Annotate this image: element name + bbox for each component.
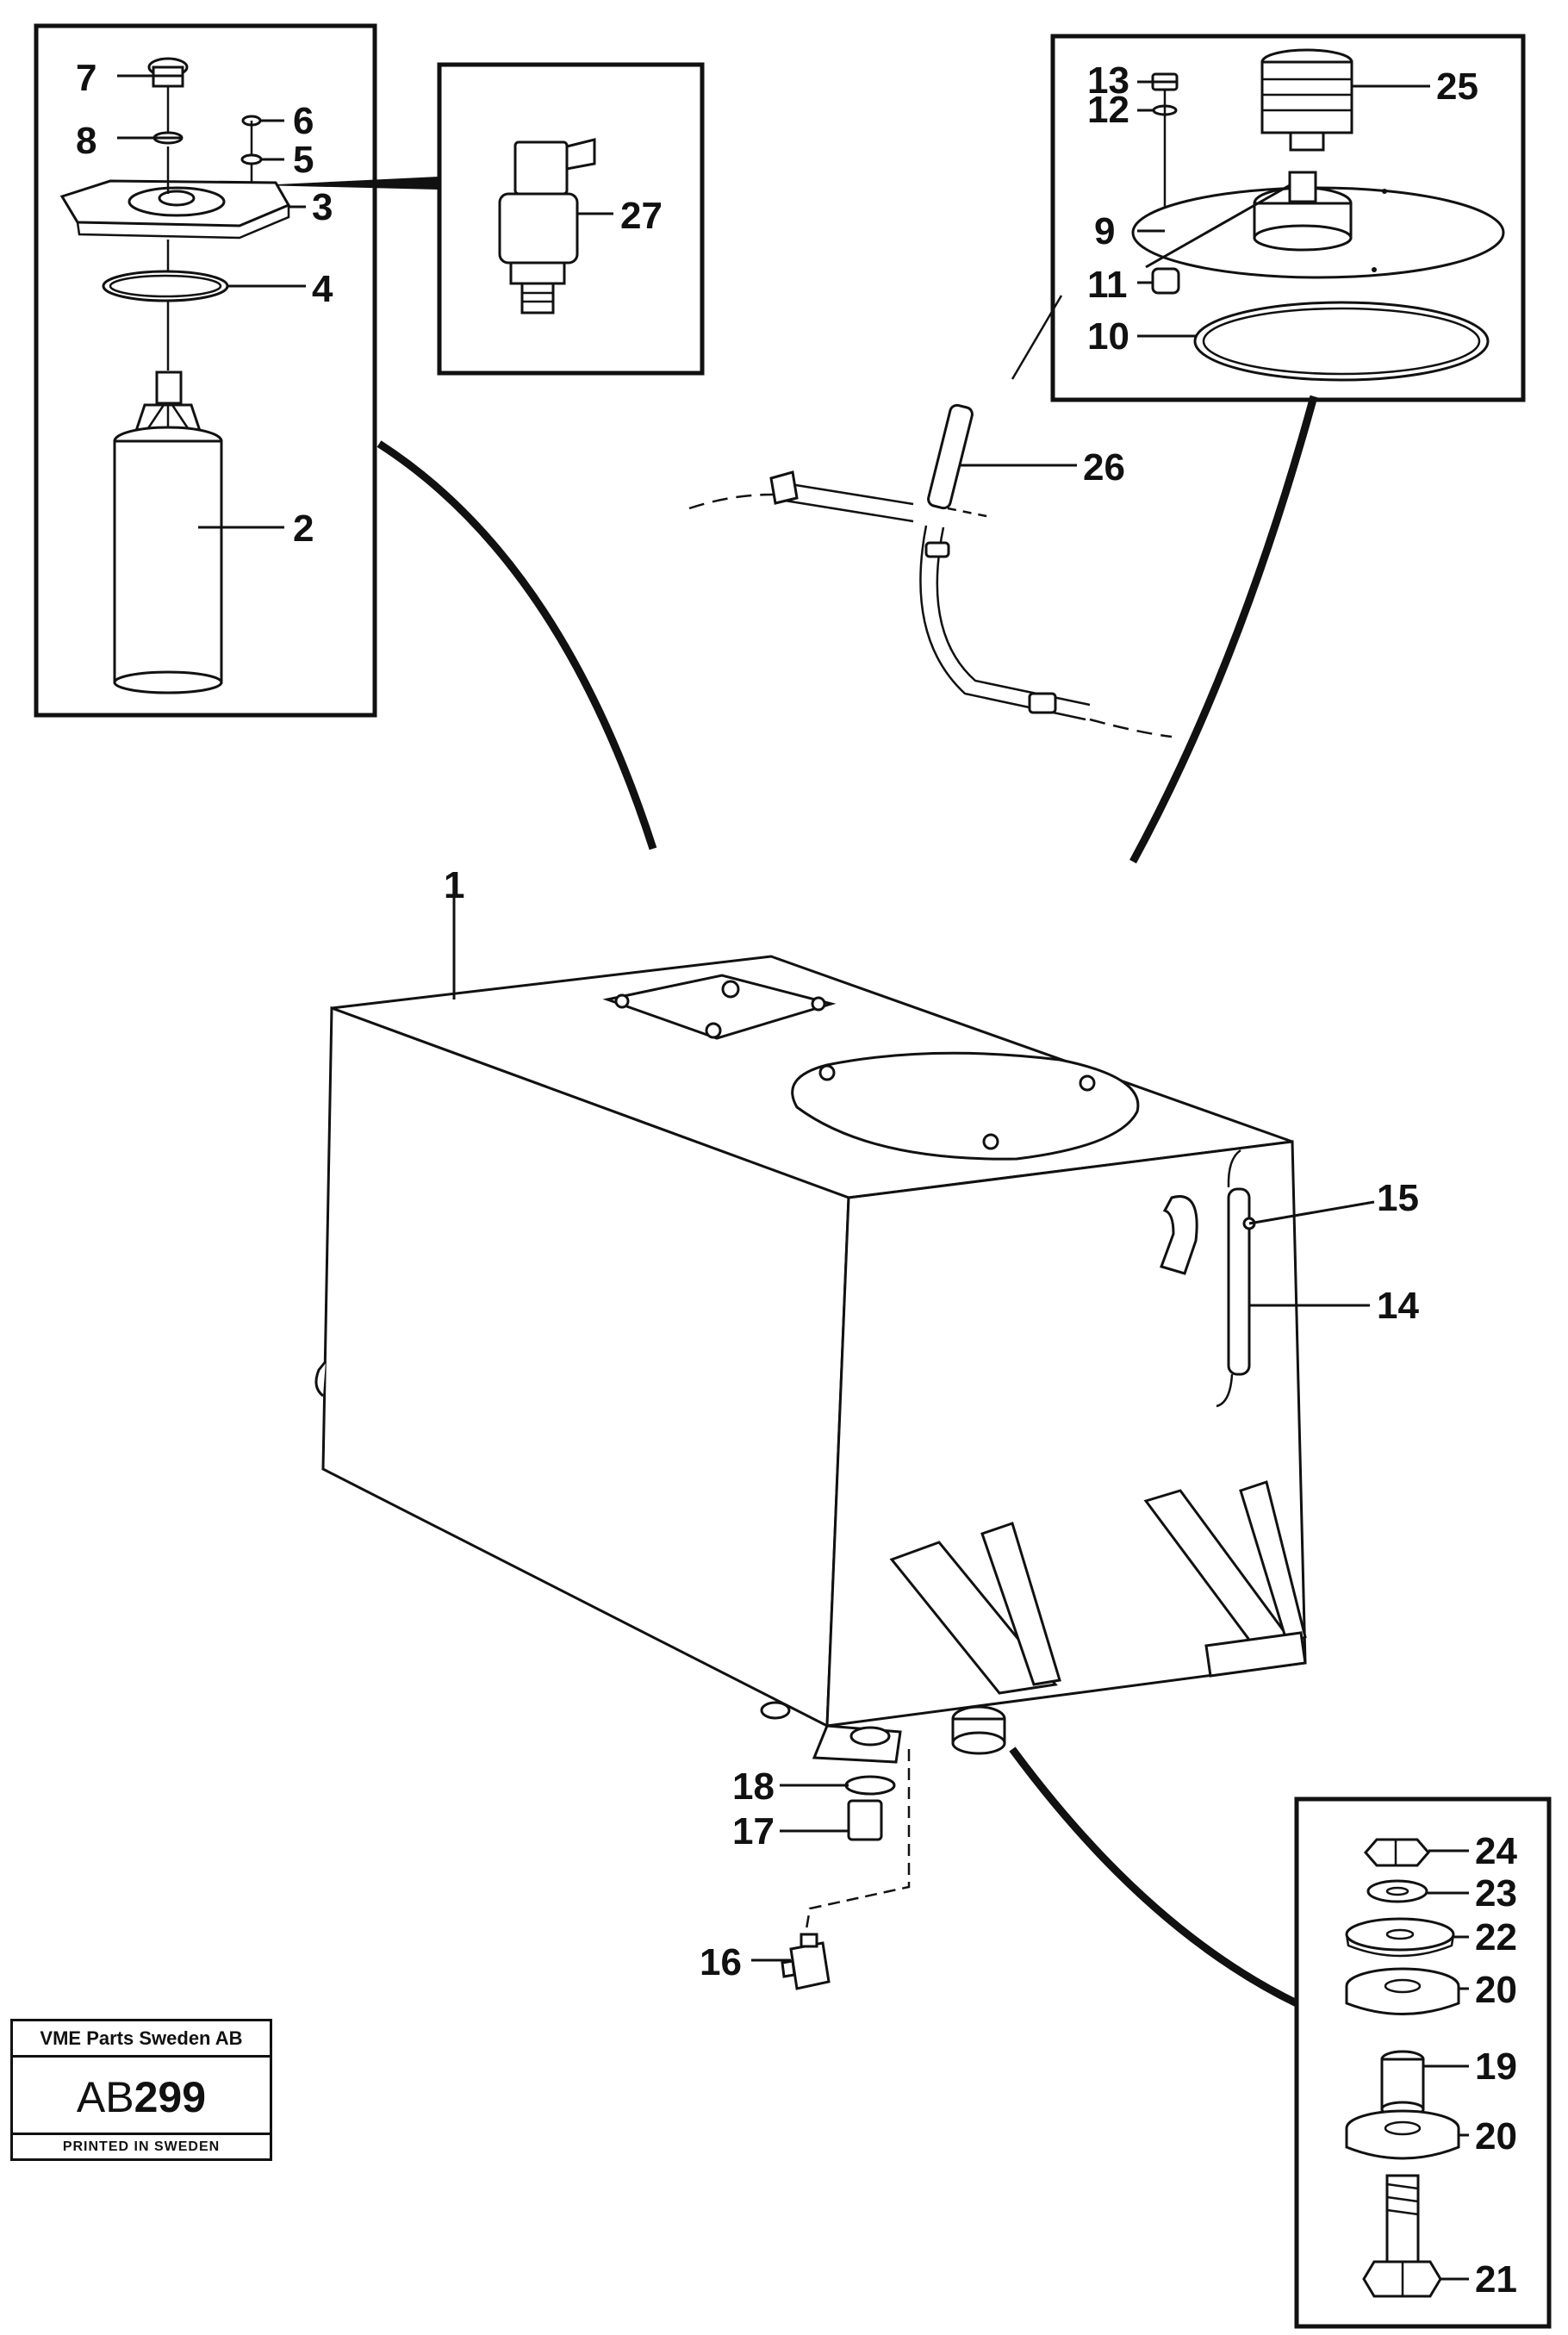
callout-15: 15 — [1377, 1177, 1419, 1219]
callout-20: 20 — [1475, 2115, 1517, 2158]
drawing-code-number: 299 — [134, 2073, 207, 2121]
callout-16: 16 — [700, 1941, 742, 1983]
hydraulic-tank — [314, 875, 1375, 1990]
callout-5: 5 — [293, 139, 314, 181]
mount-detail-box — [1294, 1796, 1552, 2329]
cover-detail-box — [1050, 34, 1526, 402]
callout-12: 12 — [1087, 89, 1129, 131]
callout-17: 17 — [732, 1810, 775, 1852]
drawing-code-prefix: AB — [76, 2073, 134, 2121]
callout-10: 10 — [1087, 315, 1129, 358]
callout-11: 11 — [1087, 264, 1128, 306]
callout-8: 8 — [76, 120, 96, 162]
callout-23: 23 — [1475, 1872, 1517, 1915]
callout-6: 6 — [293, 100, 314, 142]
printed-note: PRINTED IN SWEDEN — [13, 2133, 270, 2158]
callout-1: 1 — [444, 864, 464, 906]
drawing-code: AB299 — [13, 2060, 270, 2134]
title-block: VME Parts Sweden AB AB299 PRINTED IN SWE… — [10, 2019, 272, 2161]
callout-14: 14 — [1377, 1285, 1419, 1327]
switch-detail-box — [437, 62, 705, 376]
callout-2: 2 — [293, 507, 314, 550]
callout-25: 25 — [1436, 65, 1478, 108]
callout-3: 3 — [312, 186, 333, 228]
connector-arcs — [258, 177, 1318, 2008]
callout-labels: 7 8 6 5 3 4 2 27 13 12 25 9 11 10 26 1 1… — [76, 57, 1517, 2301]
callout-21: 21 — [1475, 2258, 1517, 2301]
callout-22: 22 — [1475, 1916, 1517, 1958]
breather-hose — [688, 295, 1173, 738]
callout-20: 20 — [1475, 1969, 1517, 2011]
company-name: VME Parts Sweden AB — [13, 2021, 270, 2058]
callout-4: 4 — [312, 268, 333, 310]
callout-19: 19 — [1475, 2045, 1517, 2088]
callout-18: 18 — [732, 1765, 775, 1808]
callout-7: 7 — [76, 57, 96, 99]
callout-9: 9 — [1094, 210, 1115, 252]
callout-24: 24 — [1475, 1830, 1517, 1872]
callout-27: 27 — [620, 195, 663, 237]
callout-13: 13 — [1087, 59, 1129, 102]
filter-detail-box — [34, 23, 377, 718]
callout-26: 26 — [1083, 446, 1125, 489]
